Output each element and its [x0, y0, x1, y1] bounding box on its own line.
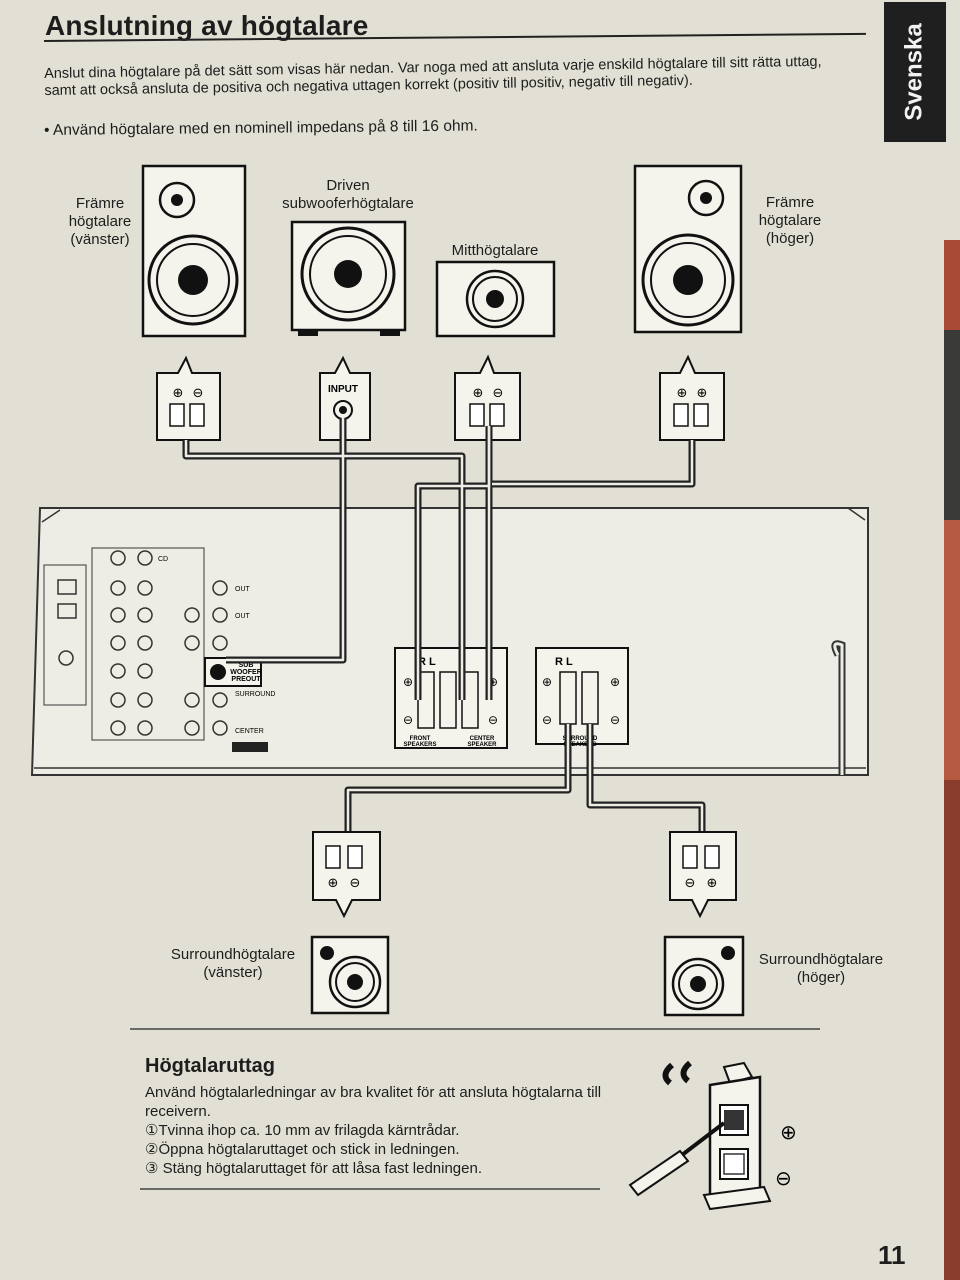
- svg-text:⊕: ⊕: [610, 675, 620, 689]
- section-title: Högtalaruttag: [145, 1055, 275, 1077]
- svg-text:⊖: ⊖: [685, 876, 696, 891]
- minus-icon: ⊖: [775, 1166, 792, 1190]
- step-3: ③ Stäng högtalaruttaget för att låsa fas…: [145, 1160, 483, 1177]
- svg-text:⊕: ⊕: [697, 386, 708, 401]
- svg-text:⊖: ⊖: [488, 713, 498, 727]
- surround-jack-label: SURROUND: [235, 691, 275, 698]
- svg-text:⊖: ⊖: [493, 386, 504, 401]
- speaker-wires-inner: [184, 418, 704, 840]
- intro-paragraph: Anslut dina högtalare på det sätt som vi…: [44, 53, 822, 99]
- out-jack-label-1: OUT: [235, 586, 251, 593]
- wire-plug-icon: [628, 1149, 690, 1197]
- step-2: ②Öppna högtalaruttaget och stick in ledn…: [145, 1141, 460, 1158]
- step-1: ①Tvinna ihop ca. 10 mm av frilagda kärnt…: [145, 1122, 460, 1139]
- impedance-bullet-text: Använd högtalare med en nominell impedan…: [52, 117, 478, 139]
- svg-text:⊖: ⊖: [193, 386, 204, 401]
- background-edge: [944, 780, 960, 1280]
- svg-text:⊖: ⊖: [542, 713, 552, 727]
- section-divider: [130, 1028, 820, 1030]
- plus-icon: ⊕: [780, 1120, 797, 1144]
- surround-left-speaker: [310, 935, 390, 1015]
- surround-left-label: Surroundhögtalare (vänster): [170, 946, 296, 981]
- section-body: Använd högtalarledningar av bra kvalitet…: [145, 1083, 605, 1178]
- center-label: Mitthögtalare: [451, 242, 539, 259]
- section-intro: Använd högtalarledningar av bra kvalitet…: [145, 1084, 602, 1120]
- front-right-label: Främre högtalare (höger): [758, 194, 822, 247]
- subwoofer-label: Driven subwooferhögtalare: [282, 177, 414, 212]
- front-right-speaker: [633, 164, 743, 334]
- background-edge: [944, 330, 960, 520]
- front-left-speaker: [141, 164, 247, 338]
- surround-rl-label: R L: [555, 656, 573, 668]
- svg-text:⊕: ⊕: [488, 675, 498, 689]
- surround-left-terminal: ⊕ ⊖: [312, 831, 381, 919]
- svg-text:⊕: ⊕: [677, 386, 688, 401]
- surround-right-speaker: [663, 935, 745, 1017]
- terminal-illustration: ⊕ ⊖: [628, 1060, 797, 1211]
- surround-right-terminal: ⊖ ⊕: [669, 831, 737, 919]
- svg-text:⊕: ⊕: [542, 675, 552, 689]
- speaker-connection-diagram: ⊕ ⊖ INPUT ⊕ ⊖ ⊕ ⊕: [30, 164, 869, 1017]
- front-left-terminal: ⊕ ⊖: [156, 355, 221, 441]
- center-speaker: [435, 260, 556, 338]
- svg-text:⊖: ⊖: [610, 713, 620, 727]
- background-edge: [944, 240, 960, 330]
- impedance-bullet: • Använd högtalare med en nominell imped…: [44, 117, 478, 139]
- rotate-arrow-icon: [662, 1062, 675, 1086]
- input-label: INPUT: [328, 384, 358, 395]
- subwoofer-speaker: [290, 220, 407, 336]
- svg-text:⊕: ⊕: [473, 386, 484, 401]
- out-jack-label-2: OUT: [235, 613, 251, 620]
- front-right-terminal: ⊕ ⊕: [659, 354, 725, 441]
- page-title: Anslutning av högtalare: [45, 10, 369, 41]
- front-left-label: Främre högtalare (vänster): [68, 195, 132, 248]
- svg-text:⊕: ⊕: [328, 876, 339, 891]
- svg-text:⊕: ⊕: [707, 876, 718, 891]
- language-tab-label: Svenska: [901, 23, 928, 121]
- svg-text:⊕: ⊕: [403, 675, 413, 689]
- cd-jack-label: CD: [158, 556, 168, 563]
- section-divider-bottom: [140, 1188, 600, 1190]
- center-jack-label: CENTER: [235, 728, 264, 735]
- background-edge: [944, 520, 960, 780]
- front-rl-label: R L: [418, 656, 436, 668]
- language-tab: Svenska: [884, 2, 946, 142]
- center-terminal: ⊕ ⊖: [454, 354, 521, 441]
- page-number: 11: [878, 1240, 906, 1270]
- svg-text:⊖: ⊖: [350, 876, 361, 891]
- svg-text:⊕: ⊕: [173, 386, 184, 401]
- surround-right-label: Surroundhögtalare (höger): [758, 951, 884, 986]
- svg-text:⊖: ⊖: [403, 713, 413, 727]
